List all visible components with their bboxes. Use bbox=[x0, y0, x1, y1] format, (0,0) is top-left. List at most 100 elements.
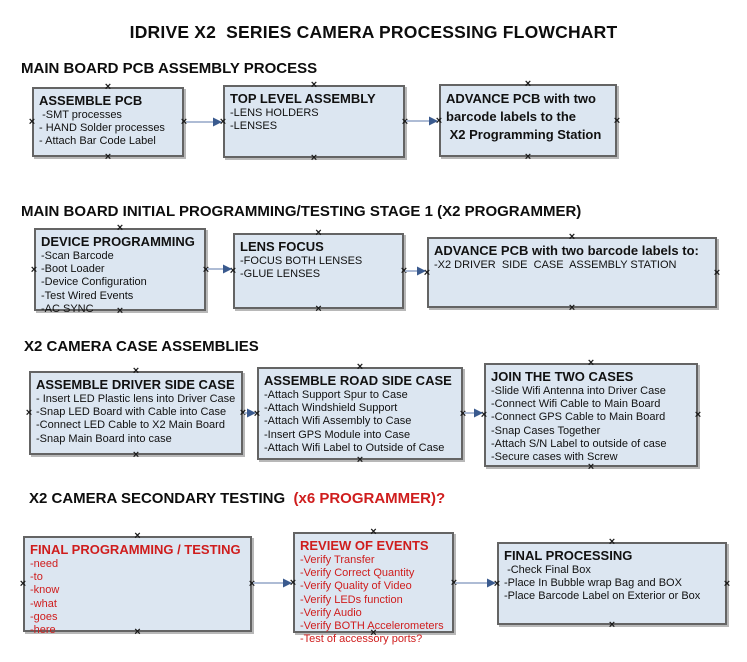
box-assemble-driver-side-case: ASSEMBLE DRIVER SIDE CASE - Insert LED P… bbox=[29, 371, 243, 455]
box-item: -Snap Cases Together bbox=[491, 424, 601, 437]
connector-handle-icon bbox=[722, 579, 732, 589]
connector-handle-icon bbox=[115, 223, 125, 233]
box-item: -Snap Main Board into case bbox=[36, 432, 172, 445]
connector-handle-icon bbox=[309, 153, 319, 163]
box-item: -Connect Wifi Cable to Main Board bbox=[491, 398, 661, 411]
box-item: -Verify BOTH Accelerometers bbox=[300, 620, 444, 633]
connector-handle-icon bbox=[314, 304, 324, 314]
connector-handle-icon bbox=[355, 362, 365, 372]
box-item: -AC SYNC bbox=[41, 302, 94, 315]
connector-handle-icon bbox=[314, 228, 324, 238]
section-heading-text: X2 CAMERA SECONDARY TESTING bbox=[29, 490, 294, 507]
box-final-programming-testing: FINAL PROGRAMMING / TESTING -need -to -k… bbox=[23, 536, 252, 636]
box-item: -GLUE LENSES bbox=[240, 268, 321, 281]
box-join-the-two-cases: JOIN THE TWO CASES -Slide Wifi Antenna i… bbox=[484, 363, 698, 467]
box-item: -Snap LED Board with Cable into Case bbox=[36, 406, 227, 419]
box-review-of-events: REVIEW OF EVENTS -Verify Transfer -Verif… bbox=[293, 532, 454, 645]
box-title: REVIEW OF EVENTS bbox=[300, 538, 429, 553]
flow-arrow-icon bbox=[253, 578, 292, 588]
box-title: ASSEMBLE DRIVER SIDE CASE bbox=[36, 377, 235, 392]
box-title-line: X2 Programming Station bbox=[446, 127, 602, 142]
box-item: - Insert LED Plastic lens into Driver Ca… bbox=[36, 393, 236, 405]
connector-handle-icon bbox=[586, 358, 596, 368]
box-item: -Attach Wifi Assembly to Case bbox=[264, 415, 412, 428]
box-assemble-road-side-case: ASSEMBLE ROAD SIDE CASE -Attach Support … bbox=[257, 367, 463, 460]
box-item: -Test Wired Events bbox=[41, 289, 134, 302]
box-lens-focus: LENS FOCUS -FOCUS BOTH LENSES -GLUE LENS… bbox=[233, 233, 404, 309]
section-heading-main-board-pcb-assembly: MAIN BOARD PCB ASSEMBLY PROCESS bbox=[21, 60, 318, 77]
box-item: -Verify Transfer bbox=[300, 554, 375, 566]
box-title: JOIN THE TWO CASES bbox=[491, 369, 634, 384]
connector-handle-icon bbox=[131, 450, 141, 460]
connector-handle-icon bbox=[309, 80, 319, 90]
box-item: -Check Final Box bbox=[504, 564, 591, 576]
connector-handle-icon bbox=[24, 408, 34, 418]
box-item: -X2 DRIVER SIDE CASE ASSEMBLY STATION bbox=[434, 259, 677, 271]
box-title: ASSEMBLE PCB bbox=[39, 93, 143, 108]
connector-handle-icon bbox=[103, 82, 113, 92]
box-title: ASSEMBLE ROAD SIDE CASE bbox=[264, 373, 452, 388]
connector-handle-icon bbox=[103, 152, 113, 162]
connector-handle-icon bbox=[18, 579, 28, 589]
box-item: -LENSES bbox=[230, 120, 278, 133]
box-item: -Scan Barcode bbox=[41, 250, 114, 262]
flow-arrow-icon bbox=[464, 408, 483, 418]
connector-handle-icon bbox=[693, 410, 703, 420]
box-item: - Attach Bar Code Label bbox=[39, 135, 156, 148]
connector-handle-icon bbox=[523, 152, 533, 162]
box-item: -Attach Support Spur to Case bbox=[264, 389, 408, 401]
box-item: -need bbox=[30, 558, 59, 570]
box-item: -Attach Windshield Support bbox=[264, 402, 398, 415]
box-title: TOP LEVEL ASSEMBLY bbox=[230, 91, 376, 106]
box-item: -Connect GPS Cable to Main Board bbox=[491, 411, 666, 424]
box-top-level-assembly: TOP LEVEL ASSEMBLY -LENS HOLDERS -LENSES bbox=[223, 85, 405, 158]
box-item: -Attach S/N Label to outside of case bbox=[491, 437, 667, 450]
connector-handle-icon bbox=[712, 268, 722, 278]
box-item: -to bbox=[30, 571, 43, 584]
flow-arrow-icon bbox=[207, 264, 232, 274]
flow-arrow-icon bbox=[186, 117, 222, 127]
connector-handle-icon bbox=[133, 531, 143, 541]
connector-handle-icon bbox=[607, 537, 617, 547]
box-item: -Test of accessory ports? bbox=[300, 633, 423, 646]
box-item: -Place Barcode Label on Exterior or Box bbox=[504, 590, 701, 603]
box-title: DEVICE PROGRAMMING bbox=[41, 234, 195, 249]
box-item: -Secure cases with Screw bbox=[491, 451, 618, 464]
box-item: -what bbox=[30, 597, 57, 610]
box-item: -Verify Correct Quantity bbox=[300, 567, 415, 580]
box-item: - HAND Solder processes bbox=[39, 122, 165, 135]
box-item: -Device Configuration bbox=[41, 276, 147, 289]
flow-arrow-icon bbox=[455, 578, 496, 588]
box-item: -Connect LED Cable to X2 Main Board bbox=[36, 419, 225, 432]
section-heading-accent-text: (x6 PROGRAMMER)? bbox=[293, 490, 446, 507]
connector-handle-icon bbox=[355, 455, 365, 465]
connector-handle-icon bbox=[27, 117, 37, 127]
connector-handle-icon bbox=[29, 265, 39, 275]
box-item: -Insert GPS Module into Case bbox=[264, 428, 411, 441]
flow-arrow-icon bbox=[244, 408, 256, 418]
box-device-programming: DEVICE PROGRAMMING -Scan Barcode -Boot L… bbox=[34, 228, 206, 315]
box-item: -Place In Bubble wrap Bag and BOX bbox=[504, 577, 682, 590]
connector-handle-icon bbox=[607, 620, 617, 630]
box-title: FINAL PROCESSING bbox=[504, 548, 633, 563]
box-item: -here bbox=[30, 624, 56, 637]
box-item: -Slide Wifi Antenna into Driver Case bbox=[491, 385, 666, 397]
connector-handle-icon bbox=[131, 366, 141, 376]
connector-handle-icon bbox=[567, 232, 577, 242]
box-item: -LENS HOLDERS bbox=[230, 107, 319, 119]
connector-handle-icon bbox=[612, 116, 622, 126]
box-item: -SMT processes bbox=[39, 109, 122, 121]
box-title-line: barcode labels to the bbox=[446, 109, 577, 124]
box-title-line: ADVANCE PCB with two bbox=[446, 91, 596, 106]
box-item: -Verify Quality of Video bbox=[300, 580, 412, 593]
flow-arrow-icon bbox=[406, 116, 438, 126]
box-item: -Verify Audio bbox=[300, 606, 362, 619]
box-final-processing: FINAL PROCESSING -Check Final Box -Place… bbox=[497, 542, 727, 625]
flow-arrow-icon bbox=[405, 266, 426, 276]
connector-handle-icon bbox=[369, 527, 379, 537]
box-item: -goes bbox=[30, 610, 58, 623]
page-title: IDRIVE X2 SERIES CAMERA PROCESSING FLOWC… bbox=[129, 22, 618, 42]
box-advance-pcb-to-case-assembly-station: ADVANCE PCB with two barcode labels to: … bbox=[427, 237, 717, 308]
box-title: FINAL PROGRAMMING / TESTING bbox=[30, 542, 241, 557]
